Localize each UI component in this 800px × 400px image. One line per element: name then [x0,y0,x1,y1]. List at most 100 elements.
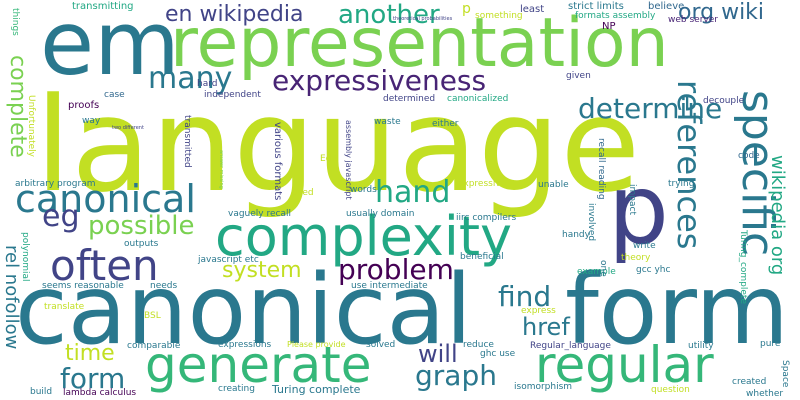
word: waste [374,117,401,127]
word: javascript etc [198,255,259,265]
word: theoretical probabilities [393,16,453,22]
word: way [82,116,101,126]
word: proofs [68,100,100,111]
word: whether [746,389,784,399]
word: graph [415,359,497,392]
word: either [432,119,459,129]
word: canonicalized [447,94,509,104]
word: iirc compilers [456,213,517,223]
word: lambda calculus [63,388,137,398]
word: created [732,377,767,387]
word: unable [538,180,569,190]
word: eg [42,199,80,234]
word: solved [366,340,396,350]
word: web server [668,15,718,25]
word: complexity [215,205,512,268]
word: express [521,306,556,316]
word: believe [648,1,685,12]
word: another [338,0,440,30]
word: build [30,387,53,397]
word: pure [760,339,781,349]
word: Please provide [287,340,346,349]
word: needs [150,281,178,291]
word: problem [338,253,454,286]
word: assembly javascript [344,120,353,200]
word: code [738,151,760,161]
word: ghc use [480,349,516,359]
word: em [40,0,180,95]
word: find [498,280,552,313]
word: decouple [703,96,745,106]
word: transmitted [182,115,192,168]
word: generate [145,336,372,394]
word: p [462,1,471,17]
word: Turing complete [272,383,361,396]
word: BSL [144,311,161,321]
word: impact [627,184,637,215]
word: words [350,185,377,195]
word: canonical [15,177,196,221]
word: system [222,258,302,283]
word: expressions [218,340,272,350]
word: given [566,71,591,81]
word: determined [383,94,436,104]
word: Space [780,360,790,388]
word: complete [5,55,30,158]
word: two different [112,125,144,131]
word: one [598,260,608,277]
word: question [651,385,690,395]
word: expressive [458,179,507,189]
word: answer missing [218,150,224,189]
word: transmitting [72,1,134,12]
word: Regular_language [530,341,611,351]
word: usually domain [346,209,415,219]
word: things [10,8,20,36]
word: various formats [272,122,283,201]
word: translate [44,302,85,312]
word: hard [197,79,218,89]
word: expressiveness [272,64,487,97]
word: rel nofollow [1,245,22,350]
word: language [35,69,641,221]
word: arbitrary program [15,179,96,189]
word: trying [668,179,695,189]
word: Turing_complete [738,230,748,304]
word: formats assembly [575,11,656,21]
word: NP [602,21,616,32]
word: canonical [15,254,472,366]
word: regular [535,336,714,394]
word: least [520,4,545,15]
word: seems reasonable [42,281,124,291]
word: something [475,11,523,21]
word: will [418,340,458,368]
word: recall reading [596,138,606,200]
word: wikipedia org [767,155,788,276]
word: case [104,90,125,100]
word: vaguely recall [228,209,291,219]
word: en wikipedia [165,2,304,27]
word: involved [586,203,596,242]
word: reduce [463,340,494,350]
word: Unfortunately [26,95,36,158]
word: time [65,341,115,366]
word: p [608,154,669,266]
word: independent [204,90,261,100]
word: possible [88,211,195,241]
word: isomorphism [514,382,573,392]
word: comparable [127,341,181,351]
word: example [577,267,616,277]
word: references [670,80,708,250]
word: gcc yhc [636,265,671,275]
word: write [633,241,656,251]
word: many [148,61,233,96]
word: theory [621,253,651,263]
word: polynomial [20,232,30,282]
word: form [565,254,789,366]
word: utility [688,341,714,351]
word: hand [375,175,451,210]
word: Edit [320,154,338,164]
word: href [522,313,570,341]
word: handy [562,230,590,240]
word: outputs [124,239,159,249]
